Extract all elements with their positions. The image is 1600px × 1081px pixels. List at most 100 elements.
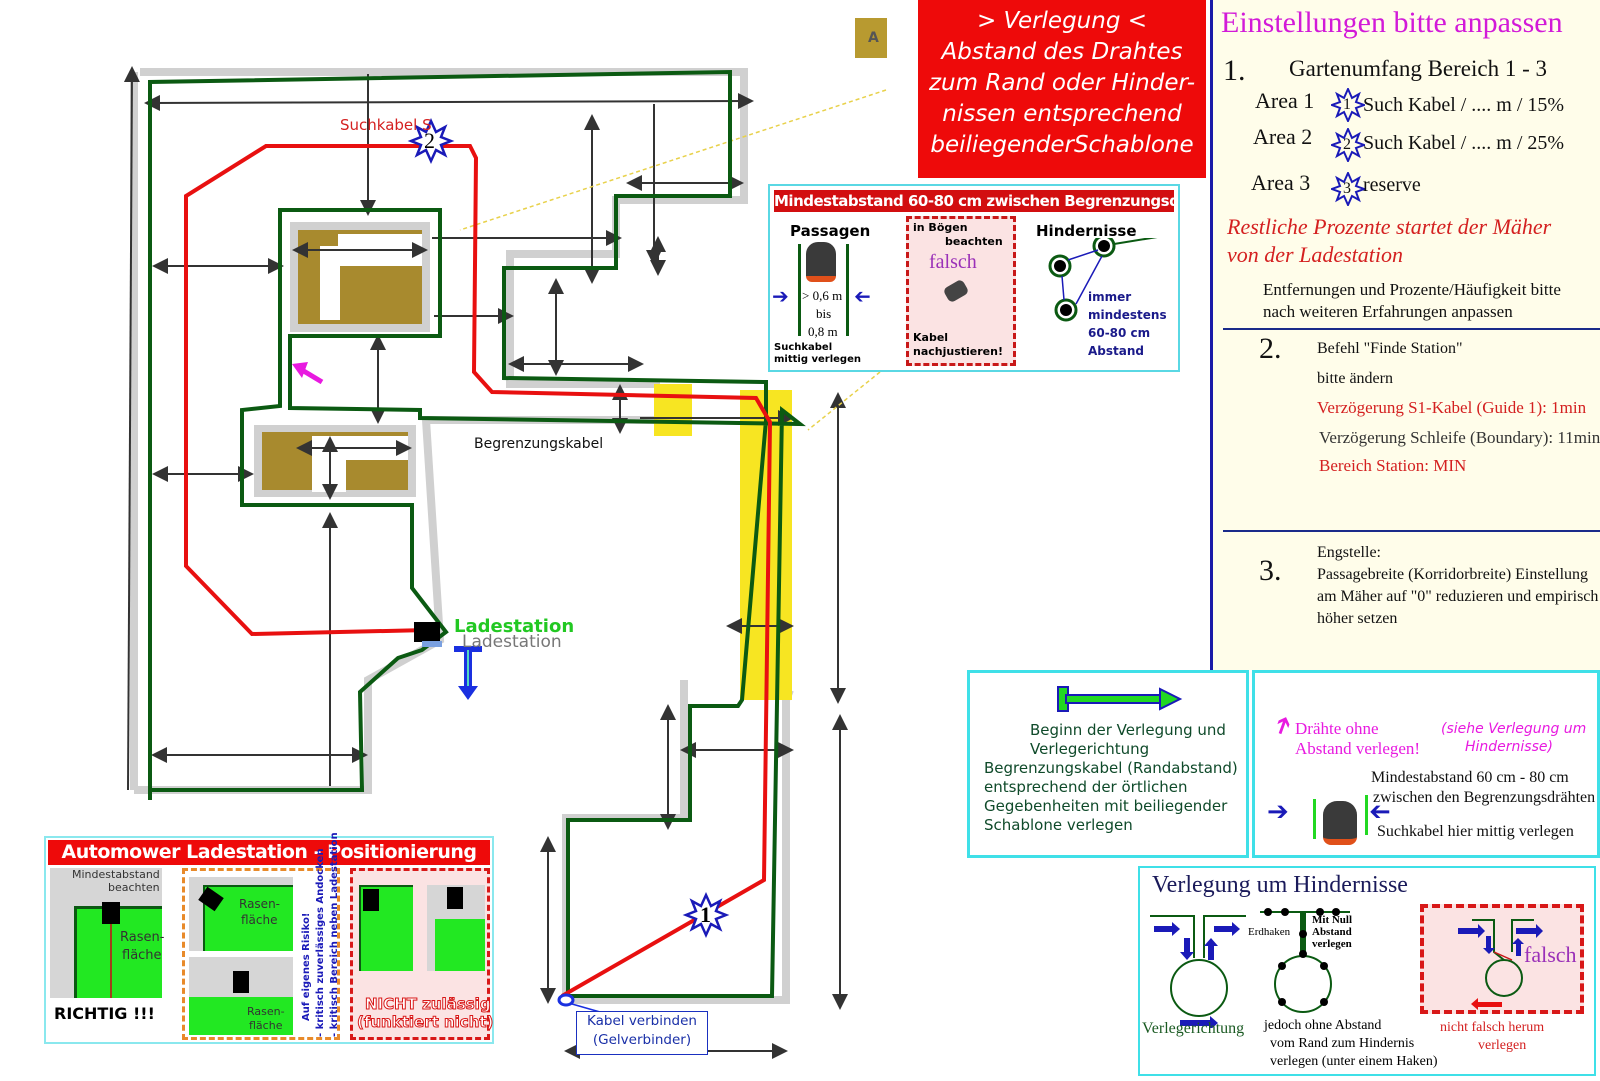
guide-wire-label: Suchkabel S <box>340 116 432 134</box>
mower-icon <box>1323 801 1357 845</box>
start-legend-5: Gegebenheiten mit beiliegender <box>984 797 1228 815</box>
distance-2: bis <box>816 306 832 321</box>
leader-lines <box>459 89 887 431</box>
area-2-label: Area 2 <box>1253 124 1313 149</box>
section-1-number: 1. <box>1223 54 1246 87</box>
distance-1: > 0,6 m <box>802 288 843 303</box>
station-label: Ladestation <box>454 616 575 637</box>
connector-label-2: (Gelverbinder) <box>592 1032 692 1048</box>
lawn-label-2: fläche <box>249 1019 283 1032</box>
obstacles-heading: Hindernisse <box>1036 222 1137 240</box>
section-3-line-1: Engstelle: <box>1317 544 1381 561</box>
lawn-area <box>435 919 485 971</box>
risk-note-1: Auf eigenes Risiko! <box>301 912 312 1022</box>
wrong-label: falsch <box>1524 942 1577 967</box>
section-1-heading: Gartenumfang Bereich 1 - 3 <box>1289 56 1548 81</box>
laying-banner: > Verlegung < Abstand des Drahtes zum Ra… <box>918 0 1206 178</box>
mower-icon <box>806 242 836 282</box>
area-2-star-icon <box>1331 128 1365 162</box>
zero-gap-1: Mit Null <box>1312 914 1353 926</box>
station-positioning-header: Automower Ladestation - Positionierung <box>48 840 490 865</box>
start-legend-2: Verlegerichtung <box>1030 740 1150 758</box>
station-block <box>102 902 120 924</box>
not-allowed-label-1: NICHT zulässig <box>365 995 492 1014</box>
laying-direction-label: Verlegerichtung <box>1142 1020 1245 1037</box>
wrong-routing-box: falsch <box>1420 904 1584 1014</box>
station-label-shadow: Ladestation <box>462 632 562 652</box>
curves-wrong-box: in Bögen beachten falsch Kabel nachjusti… <box>906 216 1016 366</box>
guide-center: Suchkabel hier mittig verlegen <box>1377 823 1574 840</box>
star-1-number: 1 <box>700 902 711 927</box>
area-1-text: Such Kabel / .... m / 15% <box>1363 94 1565 116</box>
start-legend-1: Beginn der Verlegung und <box>1030 721 1226 739</box>
start-legend-4: entsprechend der örtlichen <box>984 778 1188 796</box>
guide-line <box>110 924 112 998</box>
arrow-right-icon: ➔ <box>772 284 789 308</box>
min-distance-label-2: beachten <box>108 881 160 894</box>
correct-example: Mindestabstand beachten Rasen- fläche <box>50 868 164 998</box>
station-block <box>447 887 463 909</box>
distance-3: 0,8 m <box>808 324 838 339</box>
zero-gap-2: Abstand <box>1312 926 1352 938</box>
wire-left <box>1313 799 1316 839</box>
settings-title: Einstellungen bitte anpassen <box>1221 6 1563 39</box>
obstacles-title: Verlegung um Hindernisse <box>1152 872 1408 898</box>
legend-wires-box: ➔ Drähte ohne Abstand verlegen! (siehe V… <box>1252 670 1600 858</box>
obstacle-1 <box>290 222 430 332</box>
section-2-line-2: bitte ändern <box>1317 370 1393 387</box>
start-legend-3: Begrenzungskabel (Randabstand) <box>984 759 1238 777</box>
area-1-star-number: 1 <box>1343 96 1351 113</box>
connector-label-1: Kabel verbinden <box>587 1013 697 1029</box>
arrow-right-icon: ➔ <box>1267 797 1289 826</box>
area-2-star-number: 2 <box>1343 136 1351 153</box>
remaining-percent-1: Restliche Prozente startet der Mäher <box>1227 214 1552 239</box>
start-legend-6: Schablone verlegen <box>984 816 1133 834</box>
banner-line: nissen entsprechend <box>942 101 1182 127</box>
area-a-letter: A <box>868 30 879 46</box>
always-min-1: immer <box>1088 290 1132 304</box>
lawn-label-2: fläche <box>241 913 278 927</box>
risky-examples: Rasen- fläche Rasen- fläche Auf eigenes … <box>182 832 340 1040</box>
section-2-line-1: Befehl "Finde Station" <box>1317 340 1463 357</box>
min-distance-label-1: Mindestabstand <box>72 868 160 881</box>
area-3-label: Area 3 <box>1251 170 1311 195</box>
zero-gap-3: verlegen <box>1312 938 1352 950</box>
section-2-number: 2. <box>1259 332 1282 365</box>
see-obstacles-1: (siehe Verlegung um <box>1441 721 1587 737</box>
section-divider <box>1223 530 1600 532</box>
lawn-label-1: Rasen- <box>239 897 280 911</box>
however-3: verlegen (unter einem Haken) <box>1270 1054 1438 1069</box>
section-2-delay-guide: Verzögerung S1-Kabel (Guide 1): 1min <box>1317 398 1587 417</box>
section-1-note-2: nach weiteren Erfahrungen anpassen <box>1263 302 1513 321</box>
risky-notch-example: Rasen- fläche <box>189 957 293 1035</box>
banner-line: beiliegenderSchablone <box>930 132 1194 158</box>
mower-icon <box>942 278 970 304</box>
see-obstacles-2: Hindernisse) <box>1465 739 1553 755</box>
curves-wrong-label: falsch <box>929 251 977 273</box>
risk-note-2: - kritisch zuverlässiges Andocken <box>315 848 326 1037</box>
star-2-number: 2 <box>424 128 435 153</box>
lawn-label-1: Rasen- <box>247 1005 285 1018</box>
min-distance-1: Mindestabstand 60 cm - 80 cm <box>1371 769 1569 786</box>
area-3-star-number: 3 <box>1343 180 1351 197</box>
not-wrong-way-1: nicht falsch herum <box>1440 1020 1545 1035</box>
lawn-label-2: fläche <box>122 948 162 963</box>
min-distance-header: Mindestabstand 60-80 cm zwischen Begrenz… <box>774 190 1174 212</box>
correct-routing-diagram <box>1150 915 1246 1028</box>
adjust-cable-1: Kabel <box>913 331 949 344</box>
not-allowed-example-2 <box>427 885 485 971</box>
star-1-icon <box>682 891 730 939</box>
station-positioning-box: Automower Ladestation - Positionierung M… <box>44 832 494 1044</box>
min-distance-2: zwischen den Begrenzungsdrähten <box>1373 789 1596 806</box>
area-1-star-icon <box>1331 88 1365 122</box>
wires-no-gap-arrow-icon <box>292 362 324 385</box>
always-min-4: Abstand <box>1088 344 1144 358</box>
banner-line: zum Rand oder Hinder- <box>928 70 1196 96</box>
passages-note-1: Suchkabel <box>774 342 833 353</box>
curves-heading-2: beachten <box>945 235 1003 248</box>
station-block <box>363 889 379 911</box>
always-min-2: mindestens <box>1088 308 1167 322</box>
curves-heading-1: in Bögen <box>913 221 968 234</box>
risky-corner-example: Rasen- fläche <box>189 877 293 951</box>
wire-right <box>1365 795 1368 835</box>
